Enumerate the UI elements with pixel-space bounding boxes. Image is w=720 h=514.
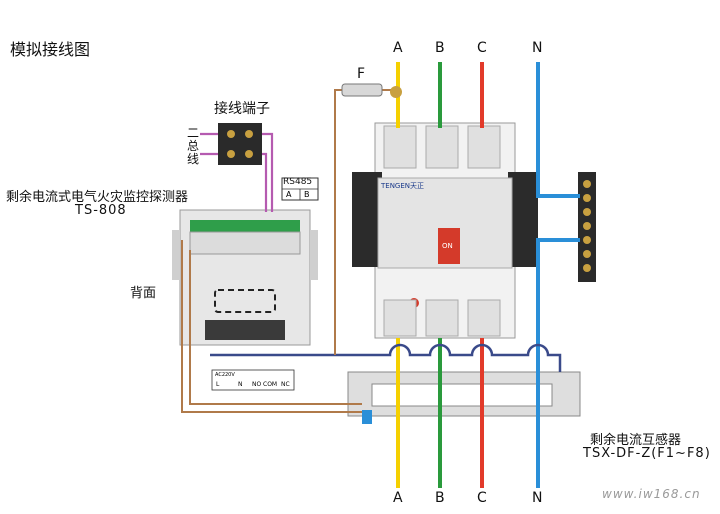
rs485-label: RS485 bbox=[283, 177, 313, 187]
phase-top-a: A bbox=[393, 40, 403, 56]
phase-bottom-a: A bbox=[393, 490, 403, 506]
detector-name: 剩余电流式电气火灾监控探测器 bbox=[6, 190, 189, 205]
circuit-breaker bbox=[352, 122, 538, 339]
phase-wires bbox=[396, 62, 580, 488]
phase-bottom-b: B bbox=[435, 490, 445, 506]
rs485-b: B bbox=[304, 190, 310, 199]
ac-label: AC220V bbox=[215, 372, 235, 378]
ct-model: TSX-DF-Z(F1~F8) bbox=[583, 446, 711, 461]
detector-unit bbox=[172, 209, 318, 346]
fuse bbox=[341, 83, 402, 98]
phase-top-c: C bbox=[477, 40, 487, 56]
power-terminal-box bbox=[211, 369, 295, 391]
fuse-label: F bbox=[357, 66, 366, 82]
phase-top-b: B bbox=[435, 40, 445, 56]
terminal-block bbox=[218, 123, 262, 165]
ct-loops bbox=[210, 343, 562, 372]
neutral-bar bbox=[578, 172, 596, 282]
term-com: COM bbox=[263, 381, 277, 388]
term-no: NO bbox=[252, 381, 261, 388]
watermark: www.iw168.cn bbox=[602, 487, 701, 501]
phase-bottom-c: C bbox=[477, 490, 487, 506]
term-n: N bbox=[238, 381, 243, 388]
ct-name: 剩余电流互感器 bbox=[590, 433, 682, 448]
detector-model: TS-808 bbox=[75, 203, 127, 218]
breaker-brand: TENGEN天正 bbox=[380, 182, 424, 190]
rs485-a: A bbox=[286, 190, 292, 199]
current-transformer bbox=[347, 371, 581, 424]
terminal-block-label: 接线端子 bbox=[214, 101, 270, 117]
term-l: L bbox=[216, 381, 220, 388]
page-title: 模拟接线图 bbox=[10, 40, 91, 59]
phase-top-n: N bbox=[532, 40, 543, 56]
bus-wires bbox=[200, 132, 274, 212]
back-label: 背面 bbox=[130, 286, 157, 301]
breaker-on: ON bbox=[442, 242, 453, 250]
bus-label: 二总线 bbox=[186, 126, 199, 166]
term-nc: NC bbox=[281, 381, 290, 388]
phase-bottom-n: N bbox=[532, 490, 543, 506]
